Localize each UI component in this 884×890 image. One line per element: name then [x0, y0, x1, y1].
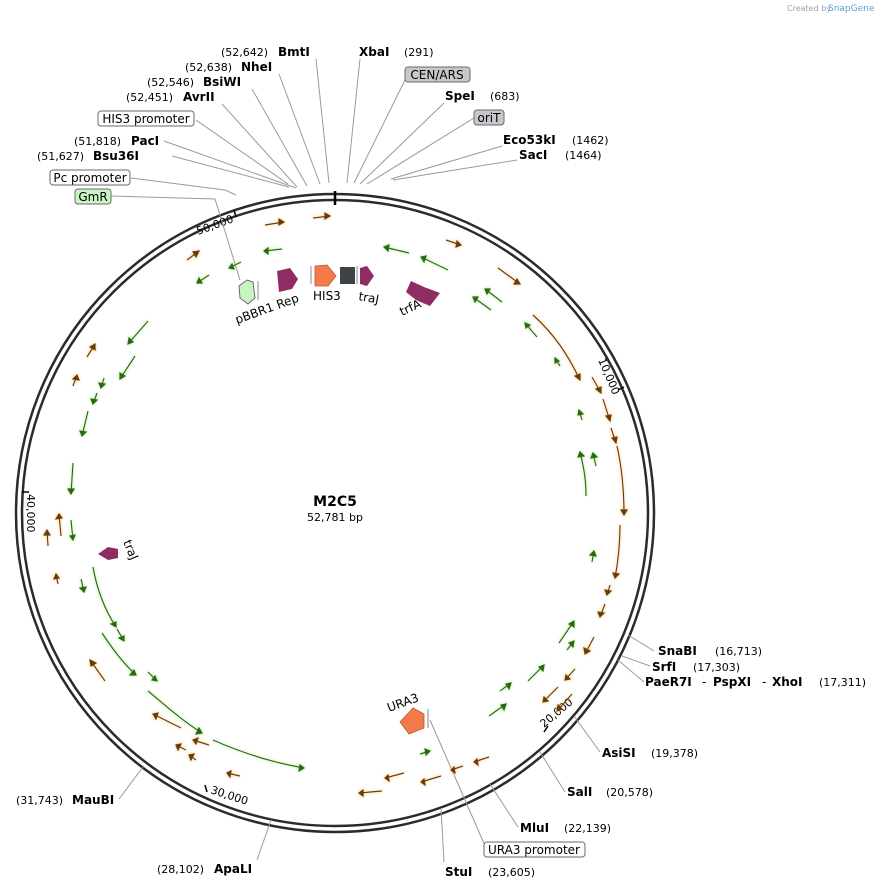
orf-green-arrows: [66, 244, 599, 773]
site-name-bsiwi: BsiWI: [203, 75, 241, 89]
site-name-saci: SacI: [519, 148, 547, 162]
trfa-gene: [406, 281, 440, 306]
his3-label: HIS3: [313, 289, 341, 303]
site-pos-mlui: (22,139): [564, 822, 611, 835]
feature-boxes: CEN/ARS oriT HIS3 promoter Pc promoter G…: [49, 66, 586, 858]
site-pos-bsu36i: (51,627): [37, 150, 84, 163]
cen-ars-block: [340, 267, 355, 284]
site-pos-paci: (51,818): [74, 135, 121, 148]
site-pos-bmti: (52,642): [221, 46, 268, 59]
site-pos-eco53ki: (1462): [572, 134, 609, 147]
major-features: pBBR1 Rep HIS3 traJ trfA traJ URA3: [98, 264, 440, 735]
credit-brand: SnapGene: [828, 4, 875, 14]
site-pos-nhei: (52,638): [185, 61, 232, 74]
site-pos-spei: (683): [490, 90, 520, 103]
site-pos-xbai: (291): [404, 46, 434, 59]
site-name-stui: StuI: [445, 865, 472, 879]
site-name-sali: SalI: [567, 785, 592, 799]
site-name-maubi: MauBI: [72, 793, 114, 807]
site-name-xbai: XbaI: [359, 45, 389, 59]
site-name-bsu36i: Bsu36I: [93, 149, 139, 163]
ura3-promoter-box: [483, 841, 586, 858]
pbbr1-rep-gene: [277, 268, 298, 292]
site-pos-snabi: (16,713): [715, 645, 762, 658]
gmr-label: GmR: [78, 190, 107, 204]
pbbr1-rep-marker: [238, 279, 256, 305]
site-name-avrii: AvrII: [183, 90, 215, 104]
his3-gene: [314, 264, 337, 287]
traj-left-label: traJ: [120, 538, 141, 562]
pc-promoter-box: [49, 169, 131, 186]
cen-ars-label: CEN/ARS: [410, 68, 463, 82]
orf-orange-arrows: [42, 211, 629, 798]
site-name-paci: PacI: [131, 134, 159, 148]
site-pos-sali: (20,578): [606, 786, 653, 799]
site-pos-srfi: (17,303): [693, 661, 740, 674]
plasmid-size: 52,781 bp: [307, 511, 363, 524]
tick-mark-10000: [617, 386, 625, 391]
leader-lines: [110, 58, 655, 863]
tick-label-30000: 30,000: [209, 783, 250, 807]
site-pos-bsiwi: (52,546): [147, 76, 194, 89]
site-pos-stui: (23,605): [488, 866, 535, 879]
site-name-snabi: SnaBI: [658, 644, 697, 658]
tick-label-40000: 40,000: [24, 494, 37, 533]
credit-prefix: Created by: [787, 4, 831, 13]
site-pos-maubi: (31,743): [16, 794, 63, 807]
pc-promoter-label: Pc promoter: [53, 171, 126, 185]
cen-ars-box: [404, 66, 471, 83]
site-name-srfi: SrfI: [652, 660, 676, 674]
site-sep-1: -: [702, 675, 706, 689]
site-pos-xhoi: (17,311): [819, 676, 866, 689]
his3-promoter-box: [97, 110, 195, 127]
site-pos-avrii: (52,451): [126, 91, 173, 104]
site-name-mlui: MluI: [520, 821, 549, 835]
site-name-nhei: NheI: [241, 60, 272, 74]
orit-box: [473, 109, 505, 126]
ura3-gene: [399, 707, 425, 735]
plasmid-name: M2C5: [313, 494, 357, 510]
site-name-apali: ApaLI: [214, 862, 252, 876]
traj-top-label: traJ: [357, 289, 380, 306]
gmr-box: [74, 188, 112, 205]
tick-mark-20000: [543, 725, 549, 733]
site-name-asisi: AsiSI: [602, 746, 636, 760]
tick-mark-50000: [233, 209, 237, 218]
site-pos-asisi: (19,378): [651, 747, 698, 760]
his3-promoter-label: HIS3 promoter: [102, 112, 189, 126]
traj-left-gene: [98, 547, 118, 560]
site-name-eco53ki: Eco53kI: [503, 133, 556, 147]
site-name-spei: SpeI: [445, 89, 475, 103]
site-name-bmti: BmtI: [278, 45, 310, 59]
site-name-paer7i: PaeR7I: [645, 675, 692, 689]
site-sep-2: -: [762, 675, 766, 689]
traj-top-gene: [360, 266, 374, 286]
tick-mark-30000: [204, 784, 208, 793]
site-pos-saci: (1464): [565, 149, 602, 162]
orit-label: oriT: [478, 111, 502, 125]
restriction-sites: (52,642) BmtI (52,638) NheI (52,546) Bsi…: [16, 45, 866, 879]
site-name-xhoi: XhoI: [772, 675, 803, 689]
ura3-promoter-label: URA3 promoter: [488, 843, 580, 857]
site-pos-apali: (28,102): [157, 863, 204, 876]
site-name-pspxi: PspXI: [713, 675, 751, 689]
